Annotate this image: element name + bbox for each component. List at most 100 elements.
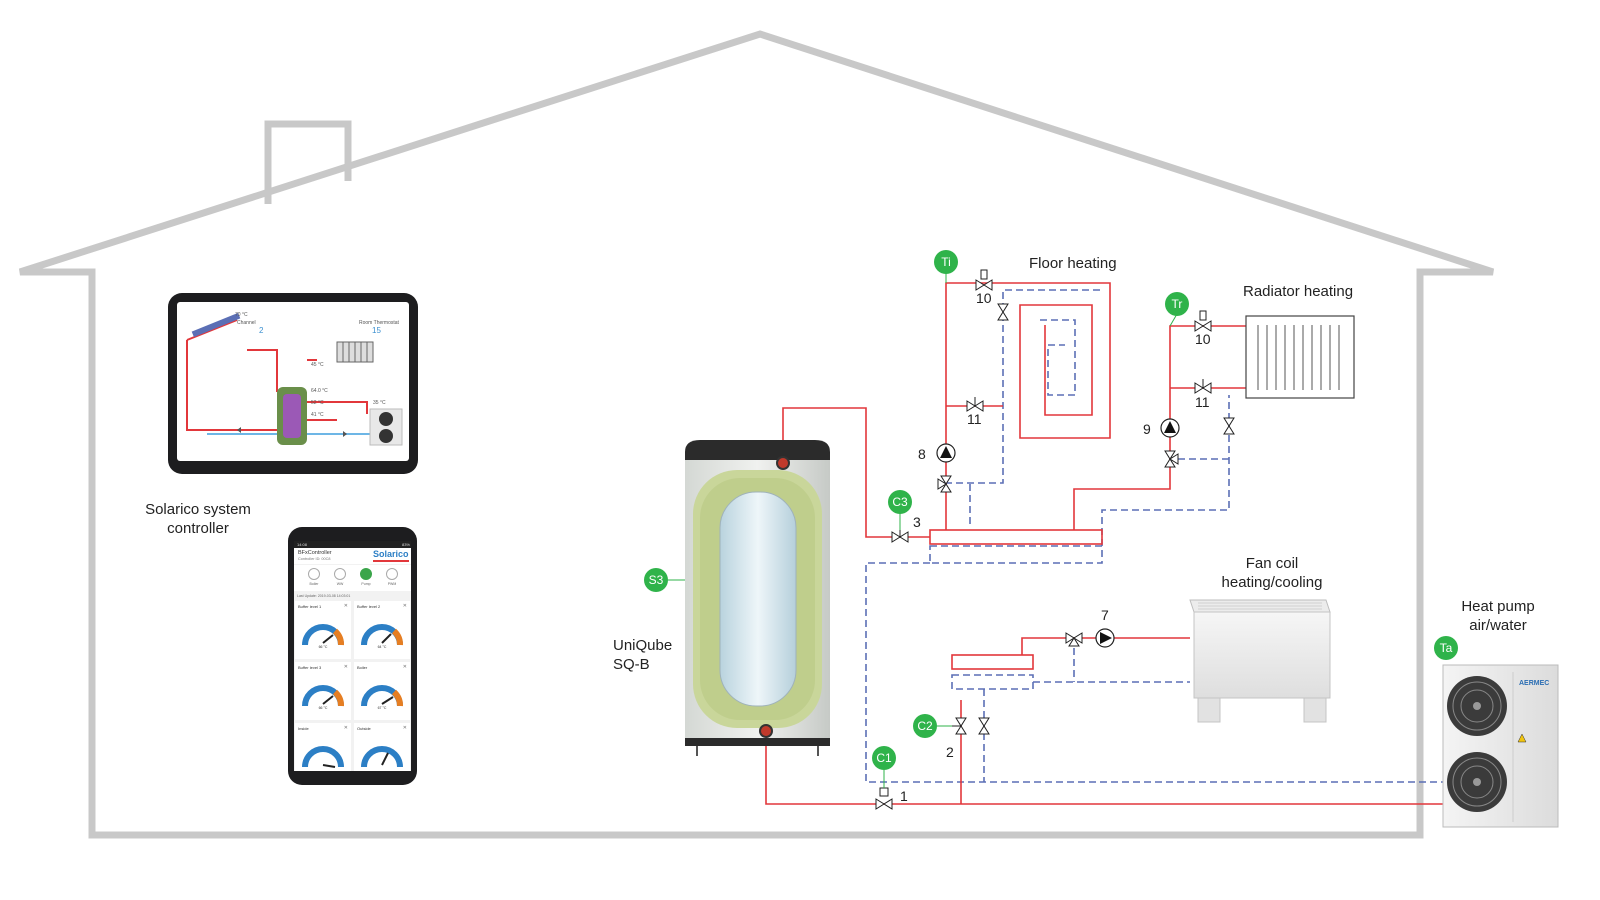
gauge-dial [361,746,403,768]
phone-status-time: 14:08 [297,542,308,547]
mode-toggle-pwm[interactable] [386,568,398,580]
phone-screen: 14:08 83% BFxController Controller ID: 00… [294,541,411,771]
fan-coil-return-check-valve [978,717,990,735]
gauge-dial [302,685,344,707]
gauge-card-title: Inside [298,726,309,731]
tablet-room-temp-value: 15 [372,326,381,335]
sensor-ti: Ti [934,250,958,274]
close-icon[interactable]: ✕ [343,725,348,731]
valve-3 [891,528,909,543]
mode-toggle-pump[interactable] [360,568,372,580]
pump-9 [1160,418,1180,438]
heat-pump-label-line1: Heat pump [1461,598,1535,615]
number-1: 1 [900,788,908,804]
pump-8 [936,443,956,463]
gauge-card-title: Buffer level 3 [298,665,322,670]
mode-label-pwm: PWM [387,582,397,586]
close-icon[interactable]: ✕ [402,725,407,731]
close-icon[interactable]: ✕ [343,664,348,670]
controller-label-line2: controller [167,520,229,537]
tablet-channel-value: 2 [259,326,264,335]
radiator-heating-label: Radiator heating [1243,283,1354,300]
close-icon[interactable]: ✕ [402,664,407,670]
tablet-system-graphic [186,312,403,446]
storage-tank [685,440,830,756]
mixing-valve-9 [1164,450,1179,468]
gauge-dial [302,746,344,768]
house-outline [18,30,1495,839]
mode-toggle-ww[interactable] [334,568,346,580]
number-10-floor: 10 [976,290,992,306]
tablet-temp-mid-3: 41 °C [311,412,324,418]
tank-label-line2: SQ-B [613,656,650,673]
close-icon[interactable]: ✕ [343,603,348,609]
tablet-temp-collector: 70 °C [235,312,248,318]
phone-mode-row: Boiler WW Pump PWM [294,565,411,591]
heat-pump-label-line2: air/water [1469,617,1527,634]
valve-11-floor [966,397,984,412]
number-2: 2 [946,744,954,760]
number-3: 3 [913,514,921,530]
sensor-s3: S3 [644,568,668,592]
phone-last-update: Last Update: 2019-03-08 14:03:01 [297,594,351,598]
tablet-channel-label: Channel [237,320,256,326]
gauge-card-value: 67 °C [377,706,387,710]
gauge-card: Buffer level 1 ✕ 66 °C [295,601,351,659]
gauge-card-title: Buffer level 1 [298,604,322,609]
supply-lines [765,282,1445,805]
phone-app-title: BFxController [298,550,332,556]
fan-bottom [1447,752,1507,812]
sensor-tr: Tr [1165,292,1189,316]
return-lines [865,289,1445,783]
phone-brand-underline [373,560,409,562]
gauge-card: Buffer level 3 ✕ 66 °C [295,662,351,720]
close-icon[interactable]: ✕ [402,603,407,609]
fan-coil-label-line2: heating/cooling [1221,574,1323,591]
valve-10-radiator [1194,310,1212,332]
fan-coil-label-line1: Fan coil [1245,555,1299,572]
gauge-dial [302,624,344,646]
phone-device: 14:08 83% BFxController Controller ID: 00… [288,527,417,785]
mode-label-boiler: Boiler [309,582,319,586]
gauge-card-title: Buffer level 2 [357,604,381,609]
mode-label-ww: WW [336,582,344,586]
tablet-device: Channel 2 Room Thermostat 15 70 °C 64.0 … [168,293,418,474]
sensor-c3: C3 [888,490,912,514]
valve-2 [952,717,967,735]
tablet-temp-heat-pump: 35 °C [373,400,386,406]
heat-pump-brand: AERMEC [1519,680,1549,687]
gauge-card-title: Boiler [357,665,368,670]
sensor-c1: C1 [872,746,896,770]
phone-status-bar: 14:08 83% [294,541,411,548]
mixing-valve-8 [937,475,952,493]
phone-app-subtitle: Controller ID: 00C8 [298,557,331,561]
mode-toggle-boiler[interactable] [308,568,320,580]
gauge-card-value: 66 °C [318,645,328,649]
phone-status-battery: 83% [401,542,410,547]
sensor-c2: C2 [913,714,937,738]
gauge-card: Buffer level 2 ✕ 64 °C [354,601,410,659]
number-9: 9 [1143,421,1151,437]
tablet-room-temp-label: Room Thermostat [359,320,399,326]
valve-1 [875,787,893,810]
tablet-screen: Channel 2 Room Thermostat 15 70 °C 64.0 … [177,302,409,461]
phone-brand-logo: Solarico [373,549,409,559]
heat-pump-unit: AERMEC [1442,664,1559,828]
gauge-card: Inside ✕ [295,723,351,771]
tablet-temp-mid-2: 52 °C [311,400,324,406]
floor-return-check-valve [997,303,1009,321]
gauge-dial [361,685,403,707]
controller-label-line1: Solarico system [145,501,251,518]
tablet-temp-mid-1: 64.0 °C [311,388,328,394]
tablet-temp-pump: 45 °C [311,362,324,368]
gauge-card: Outside ✕ [354,723,410,771]
gauge-dial [361,624,403,646]
radiator [1245,315,1355,399]
gauge-card-value: 66 °C [318,706,328,710]
number-11-radiator: 11 [1195,394,1210,410]
fan-top [1447,676,1507,736]
mixing-valve-7 [1065,632,1083,647]
pump-7 [1095,628,1115,648]
tank-label-line1: UniQube [613,637,673,654]
